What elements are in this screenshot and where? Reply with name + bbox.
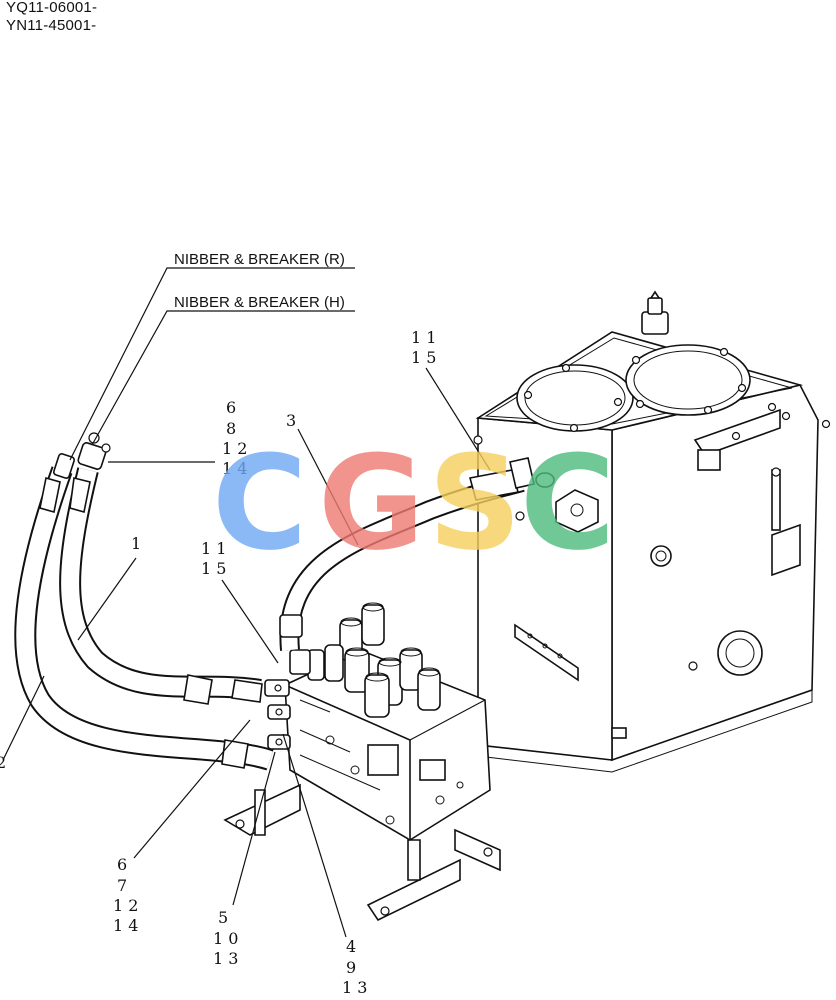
- part-label-1: 1: [131, 534, 141, 553]
- part-group-tank-1: 1 1: [411, 328, 436, 347]
- control-valve: [223, 602, 501, 922]
- part-group-6-2: 7: [117, 876, 127, 895]
- part-group-6-1: 6: [117, 855, 127, 874]
- hydraulic-tank: [473, 290, 831, 773]
- part-group-5-3: 1 3: [213, 949, 238, 968]
- part-group-5-2: 1 0: [213, 929, 238, 948]
- part-group-5-1: 5: [218, 908, 228, 927]
- callout-nibber-breaker-h: NIBBER & BREAKER (H): [174, 294, 345, 311]
- part-group-4-2: 9: [346, 958, 356, 977]
- leader-lines: [2, 267, 491, 938]
- watermark-letter-g: G: [318, 427, 425, 579]
- part-group-6-3: 1 2: [113, 896, 138, 915]
- watermark-letter-s: S: [428, 427, 522, 579]
- part-group-mid-2: 1 5: [201, 559, 226, 578]
- serial-line-1: YQ11-06001-: [6, 0, 98, 16]
- part-group-topleft-4: 1 4: [222, 459, 247, 478]
- watermark-letter-c2: C: [520, 427, 615, 579]
- part-group-4-3: 1 3: [342, 978, 367, 997]
- callout-nibber-breaker-r: NIBBER & BREAKER (R): [174, 251, 345, 268]
- part-group-mid-1: 1 1: [201, 539, 226, 558]
- watermark-letter-c1: C: [212, 427, 307, 579]
- part-group-topleft-1: 6: [226, 398, 236, 417]
- part-group-tank-2: 1 5: [411, 348, 436, 367]
- part-label-3: 3: [286, 411, 296, 430]
- part-group-topleft-3: 1 2: [222, 439, 247, 458]
- part-group-6-4: 1 4: [113, 916, 138, 935]
- hose-3: [279, 457, 535, 651]
- serial-line-2: YN11-45001-: [6, 17, 97, 34]
- hose-1: [59, 467, 263, 705]
- top-couplers: [52, 432, 111, 479]
- part-label-2: 2: [0, 753, 6, 772]
- part-group-topleft-2: 8: [226, 419, 236, 438]
- hose-2: [14, 466, 274, 771]
- cgsc-watermark: C G S C: [212, 427, 615, 579]
- part-group-4-1: 4: [346, 937, 356, 956]
